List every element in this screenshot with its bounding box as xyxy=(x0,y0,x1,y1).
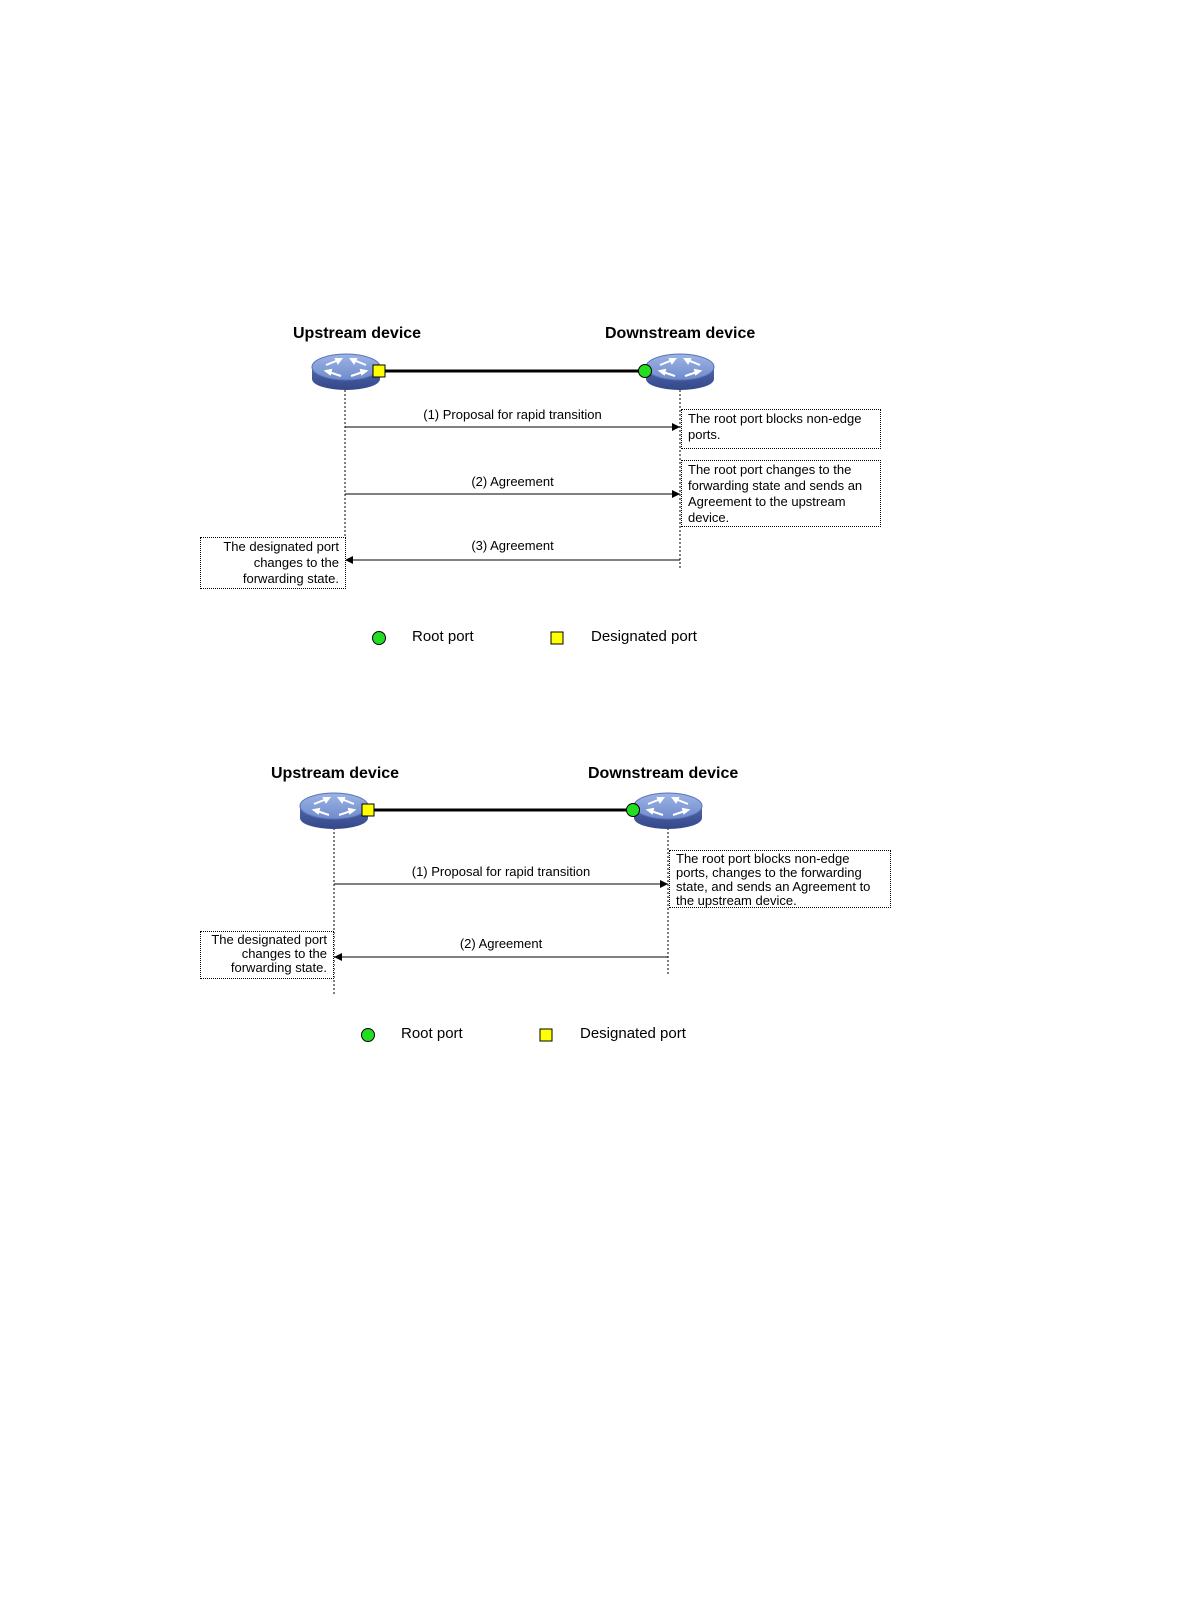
downstream-device-label: Downstream device xyxy=(605,325,756,342)
diagram-2-graphics xyxy=(299,792,703,1042)
message-label-2: (2) Agreement xyxy=(471,474,554,489)
legend-root-port-icon xyxy=(361,1028,375,1042)
upstream-switch-icon xyxy=(311,353,381,391)
legend-designated-port-icon xyxy=(550,631,564,645)
legend-root-port-label: Root port xyxy=(401,1025,463,1042)
message-label-3: (3) Agreement xyxy=(471,538,554,553)
legend-designated-port-label: Designated port xyxy=(580,1025,686,1042)
legend-root-port-label: Root port xyxy=(412,628,474,645)
designated-port-icon xyxy=(372,364,386,378)
upstream-note: The designated port changes to the forwa… xyxy=(200,537,346,589)
root-port-icon xyxy=(626,803,640,817)
root-port-icon xyxy=(638,364,652,378)
message-label-2: (2) Agreement xyxy=(459,936,543,951)
message-label-1: (1) Proposal for rapid transition xyxy=(411,864,591,879)
legend-root-port-icon xyxy=(372,631,386,645)
upstream-switch-icon xyxy=(299,792,369,830)
downstream-note-1: The root port blocks non-edge ports, cha… xyxy=(669,850,891,908)
downstream-note-2: The root port changes to the forwarding … xyxy=(681,460,881,527)
downstream-note-1: The root port blocks non-edge ports. xyxy=(681,409,881,449)
upstream-note: The designated port changes to the forwa… xyxy=(200,931,334,979)
downstream-switch-icon xyxy=(645,353,715,391)
designated-port-icon xyxy=(361,803,375,817)
upstream-device-label: Upstream device xyxy=(293,325,422,342)
downstream-device-label: Downstream device xyxy=(588,765,739,782)
diagram-1-graphics xyxy=(311,353,715,645)
message-label-1: (1) Proposal for rapid transition xyxy=(423,407,602,422)
diagram-proposal-agreement-2: Upstream device Downstream device (1) Pr… xyxy=(0,740,1190,1080)
legend-designated-port-icon xyxy=(539,1028,553,1042)
upstream-device-label: Upstream device xyxy=(271,765,400,782)
downstream-switch-icon xyxy=(633,792,703,830)
diagram-proposal-agreement-1: Upstream device Downstream device (1) Pr… xyxy=(0,0,1190,700)
legend-designated-port-label: Designated port xyxy=(591,628,697,645)
